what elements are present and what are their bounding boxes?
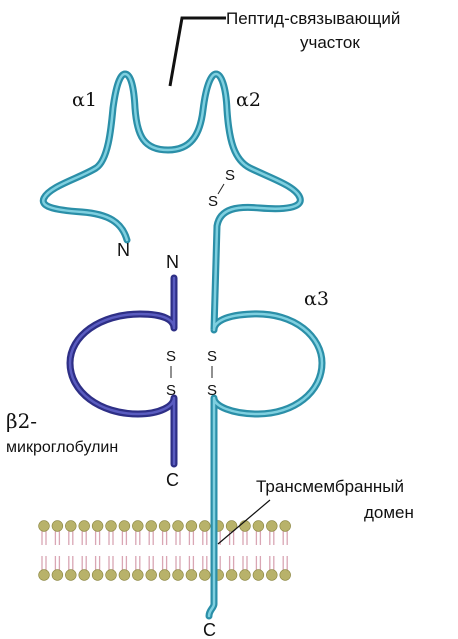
- lipid-head: [266, 521, 277, 532]
- lipid-tail: [283, 530, 287, 571]
- beta2-label-line1: β2-: [6, 409, 37, 433]
- disulfide-s-alpha2-top: S: [225, 167, 235, 184]
- lipid-head: [106, 570, 117, 581]
- disulfide-s-beta2-bottom: S: [166, 382, 176, 399]
- alpha2-label: α2: [236, 89, 261, 111]
- beta2-microglobulin-chain: [70, 278, 174, 464]
- beta2-highlight: [70, 278, 174, 464]
- lipid-tail: [189, 530, 193, 571]
- lipid-head: [65, 521, 76, 532]
- disulfide-bond-beta2: S S: [166, 348, 176, 399]
- disulfide-line-alpha2: [218, 184, 224, 194]
- peptide-binding-label-line1: Пептид-связывающий: [226, 9, 400, 28]
- beta2-c-terminus-label: C: [166, 470, 179, 490]
- disulfide-bond-alpha3: S S: [207, 348, 217, 399]
- beta2-n-terminus-label: N: [166, 252, 179, 272]
- lipid-head: [132, 521, 143, 532]
- lipid-head: [240, 521, 251, 532]
- disulfide-s-alpha3-top: S: [207, 348, 217, 365]
- lipid-bilayer-membrane: [39, 521, 291, 581]
- lipid-head: [132, 570, 143, 581]
- lipid-tail: [176, 530, 180, 571]
- lipid-head: [159, 521, 170, 532]
- lipid-head: [159, 570, 170, 581]
- lipid-head: [173, 521, 184, 532]
- disulfide-bond-alpha2: S S: [208, 167, 235, 210]
- disulfide-s-alpha2-bottom: S: [208, 193, 218, 210]
- lipid-head: [119, 570, 130, 581]
- lipid-tail: [136, 530, 140, 571]
- lipid-head: [280, 570, 291, 581]
- lipid-tail: [256, 530, 260, 571]
- lipid-tail: [82, 530, 86, 571]
- lipid-tail: [122, 530, 126, 571]
- lipid-head: [173, 570, 184, 581]
- lipid-head: [146, 570, 157, 581]
- lipid-head: [106, 521, 117, 532]
- lipid-tail: [203, 530, 207, 571]
- lipid-head: [52, 521, 63, 532]
- lipid-tail: [55, 530, 59, 571]
- lipid-head: [79, 521, 90, 532]
- heavy-chain-backbone: [43, 74, 322, 616]
- lipid-head: [92, 570, 103, 581]
- transmembrane-label-line1: Трансмембранный: [256, 477, 404, 496]
- beta2-label-line2: микроглобулин: [6, 439, 118, 456]
- lipid-tail: [230, 530, 234, 571]
- lipid-head: [39, 521, 50, 532]
- lipid-head: [79, 570, 90, 581]
- lipid-tail: [149, 530, 153, 571]
- lipid-head: [240, 570, 251, 581]
- heavy-chain-c-terminus-label: C: [203, 620, 216, 639]
- lipid-head: [266, 570, 277, 581]
- lipid-head: [199, 521, 210, 532]
- transmembrane-label-line2: домен: [364, 503, 414, 522]
- disulfide-s-alpha3-bottom: S: [207, 382, 217, 399]
- lipid-head: [186, 521, 197, 532]
- lipid-head: [199, 570, 210, 581]
- lipid-head: [65, 570, 76, 581]
- lipid-head: [146, 521, 157, 532]
- lipid-head: [253, 521, 264, 532]
- alpha3-label: α3: [304, 288, 329, 310]
- lipid-tail: [109, 530, 113, 571]
- peptide-binding-label-line2: участок: [300, 33, 360, 52]
- beta2-backbone: [70, 278, 174, 464]
- lipid-tail: [96, 530, 100, 571]
- heavy-chain: [43, 74, 322, 616]
- lipid-tail: [270, 530, 274, 571]
- lipid-tail: [163, 530, 167, 571]
- lipid-head: [253, 570, 264, 581]
- lipid-head: [119, 521, 130, 532]
- lipid-head: [226, 570, 237, 581]
- lipid-head: [280, 521, 291, 532]
- lipid-tail: [243, 530, 247, 571]
- disulfide-s-beta2-top: S: [166, 348, 176, 365]
- alpha1-label: α1: [72, 89, 97, 111]
- lipid-tail: [42, 530, 46, 571]
- heavy-chain-n-terminus-label: N: [117, 240, 130, 260]
- lipid-head: [39, 570, 50, 581]
- lipid-head: [186, 570, 197, 581]
- lipid-head: [52, 570, 63, 581]
- lipid-tail: [69, 530, 73, 571]
- lipid-head: [92, 521, 103, 532]
- heavy-chain-highlight: [43, 74, 322, 616]
